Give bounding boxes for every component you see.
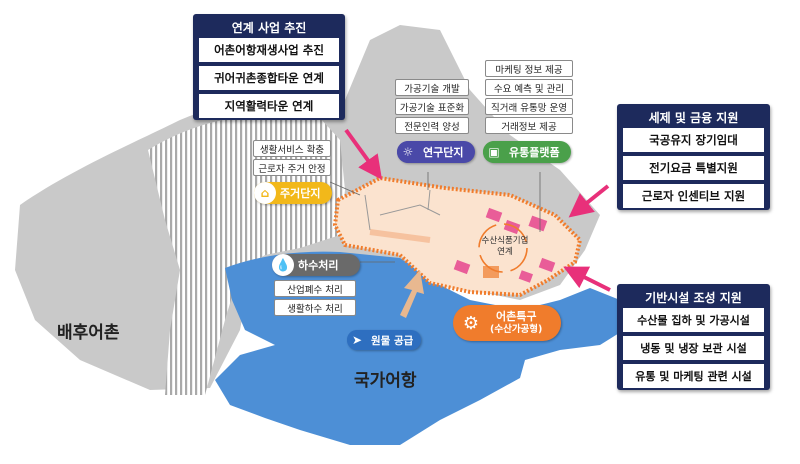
sewage-pill: 💧 하수처리: [272, 254, 360, 276]
research-tag-1: 가공기술 개발: [395, 79, 469, 96]
housing-tag-2: 근로자 주거 안정: [253, 159, 331, 176]
sewage-tag-2: 생활하수 처리: [274, 299, 356, 316]
tax-item-2: 전기요금 특별지원: [623, 156, 764, 180]
house-icon: ⌂: [254, 182, 276, 204]
research-tag-2: 가공기술 표준화: [395, 98, 469, 115]
linkage-item-1: 어촌어항재생사업 추진: [199, 38, 339, 62]
panel-tax: 세제 및 금융 지원 국공유지 장기임대 전기요금 특별지원 근로자 인센티브 …: [617, 104, 770, 210]
distribution-tag-3: 직거래 유통망 운영: [485, 98, 573, 115]
distribution-pill: ▣ 유통플랫폼: [483, 141, 571, 163]
distribution-tag-1: 마케팅 정보 제공: [485, 60, 573, 77]
center-label: 수산식품기업 연계: [470, 236, 540, 258]
arrow-tax: [568, 184, 610, 218]
infra-item-1: 수산물 집하 및 가공시설: [623, 308, 764, 332]
special-zone-label: 어촌특구: [495, 310, 537, 323]
center-label-line1: 수산식품기업: [481, 236, 529, 246]
special-zone-sublabel: (수산가공형): [490, 324, 543, 335]
research-pill: ☼ 연구단지: [397, 141, 475, 163]
research-tag-3: 전문인력 양성: [395, 117, 469, 134]
supply-pill-label: 원물 공급: [371, 334, 414, 347]
panel-tax-title: 세제 및 금융 지원: [648, 111, 739, 125]
panel-infra-title: 기반시설 조성 지원: [645, 291, 742, 305]
distribution-tag-2: 수요 예측 및 관리: [485, 79, 573, 96]
supply-arrow: [400, 270, 424, 318]
housing-tag-1: 생활서비스 확충: [253, 140, 331, 157]
tax-item-1: 국공유지 장기임대: [623, 128, 764, 152]
supply-pill: ➤ 원물 공급: [347, 330, 421, 350]
box-icon: ▣: [483, 141, 505, 163]
panel-linkage-title: 연계 사업 추진: [231, 21, 307, 35]
center-label-line2: 연계: [497, 247, 513, 257]
housing-pill: ⌂ 주거단지: [254, 182, 332, 204]
linkage-item-3: 지역활력타운 연계: [199, 94, 339, 118]
gear-icon: ⚙: [456, 308, 486, 338]
region-label-hinterland: 배후어촌: [57, 323, 120, 343]
infra-item-3: 유통 및 마케팅 관련 시설: [623, 364, 764, 388]
water-drop-icon: 💧: [272, 254, 294, 276]
panel-linkage: 연계 사업 추진 어촌어항재생사업 추진 귀어귀촌종합타운 연계 지역활력타운 …: [193, 14, 345, 120]
arrow-infra: [563, 266, 611, 292]
sewage-tag-1: 산업폐수 처리: [274, 280, 356, 297]
infra-item-2: 냉동 및 냉장 보관 시설: [623, 336, 764, 360]
distribution-tag-4: 거래정보 제공: [485, 117, 573, 134]
fish-icon: ➤: [347, 330, 367, 350]
tax-item-3: 근로자 인센티브 지원: [623, 184, 764, 208]
linkage-item-2: 귀어귀촌종합타운 연계: [199, 66, 339, 90]
distribution-pill-label: 유통플랫폼: [509, 146, 560, 159]
research-pill-label: 연구단지: [423, 146, 464, 159]
special-zone-pill: ⚙ 어촌특구 (수산가공형): [453, 305, 561, 341]
region-label-port: 국가어항: [354, 371, 417, 391]
lightbulb-icon: ☼: [397, 141, 419, 163]
arrow-linkage: [344, 128, 383, 180]
housing-pill-label: 주거단지: [280, 187, 321, 200]
sewage-pill-label: 하수처리: [298, 259, 339, 272]
panel-infra: 기반시설 조성 지원 수산물 집하 및 가공시설 냉동 및 냉장 보관 시설 유…: [617, 284, 770, 390]
